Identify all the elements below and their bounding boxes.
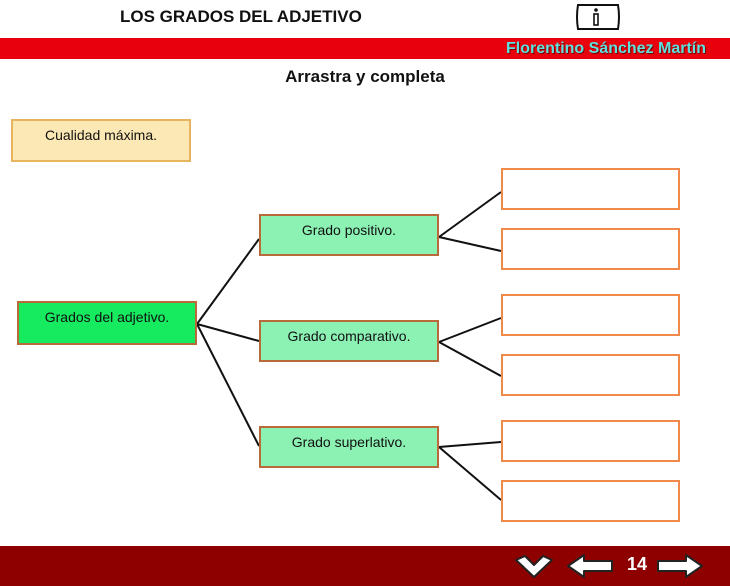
category-comparativo: Grado comparativo. [259, 320, 439, 362]
instruction-text: Arrastra y completa [285, 67, 445, 86]
connector-line [196, 238, 260, 325]
check-icon [515, 555, 553, 578]
connector-line [196, 323, 260, 447]
drop-target[interactable] [501, 228, 680, 270]
next-button[interactable] [656, 553, 704, 579]
drop-target[interactable] [501, 168, 680, 210]
connector-line [438, 446, 502, 501]
drop-target[interactable] [501, 480, 680, 522]
connector-line [438, 441, 502, 448]
connector-line [196, 323, 260, 342]
category-superlativo: Grado superlativo. [259, 426, 439, 468]
root-node: Grados del adjetivo. [17, 301, 197, 345]
arrow-left-icon [567, 554, 613, 578]
previous-button[interactable] [566, 553, 614, 579]
check-button[interactable] [513, 552, 555, 580]
connector-lines [196, 191, 502, 501]
draggable-card[interactable]: Cualidad máxima. [11, 119, 191, 162]
category-positivo: Grado positivo. [259, 214, 439, 256]
author-name: Florentino Sánchez Martín [505, 40, 706, 57]
header-bar [0, 38, 730, 59]
info-button[interactable] [574, 2, 622, 32]
info-icon [576, 4, 620, 30]
drop-target[interactable] [501, 354, 680, 396]
connector-line [438, 317, 502, 343]
page-number: 14 [626, 554, 648, 574]
connector-line [438, 236, 502, 252]
connector-line [438, 191, 502, 238]
arrow-right-icon [657, 554, 703, 578]
page-title: LOS GRADOS DEL ADJETIVO [120, 7, 362, 26]
drop-target[interactable] [501, 420, 680, 462]
drop-target[interactable] [501, 294, 680, 336]
connector-line [438, 341, 502, 377]
